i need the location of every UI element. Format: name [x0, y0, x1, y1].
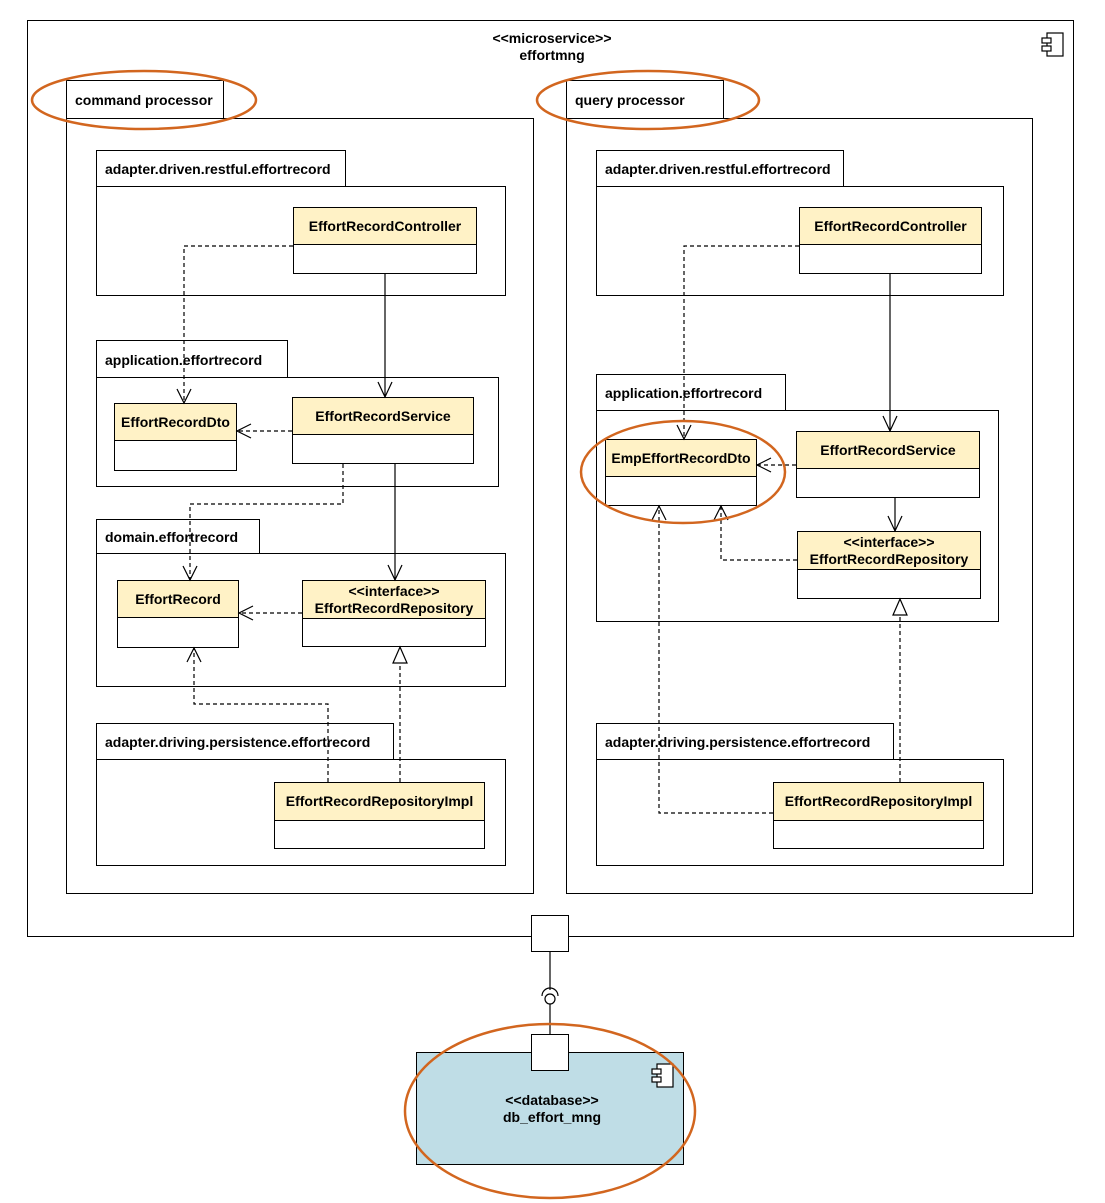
qry-repo-header: <<interface>> EffortRecordRepository — [798, 532, 980, 570]
cmd-service-class: EffortRecordService — [292, 397, 474, 464]
microservice-name: effortmng — [519, 47, 585, 63]
cmd-controller-class: EffortRecordController — [293, 207, 477, 274]
cmd-repo-impl-name: EffortRecordRepositoryImpl — [275, 783, 484, 821]
qry-repo-impl-name: EffortRecordRepositoryImpl — [774, 783, 983, 821]
database-port — [531, 1034, 569, 1071]
qry-controller-class: EffortRecordController — [799, 207, 982, 274]
database-stereotype: <<database>> — [505, 1092, 599, 1108]
qry-dto-name: EmpEffortRecordDto — [606, 440, 756, 477]
qry-service-name: EffortRecordService — [797, 432, 979, 469]
component-icon — [1041, 32, 1065, 58]
qry-service-class: EffortRecordService — [796, 431, 980, 498]
qry-pkg-app-tab: application.effortrecord — [596, 374, 786, 411]
cmd-dto-class: EffortRecordDto — [114, 403, 237, 471]
qry-repo-interface: <<interface>> EffortRecordRepository — [797, 531, 981, 599]
cmd-repo-impl-class: EffortRecordRepositoryImpl — [274, 782, 485, 849]
cmd-service-name: EffortRecordService — [293, 398, 473, 435]
cmd-pkg-domain-tab: domain.effortrecord — [96, 519, 260, 554]
qry-controller-name: EffortRecordController — [800, 208, 981, 245]
microservice-port — [531, 915, 569, 952]
cmd-repo-interface: <<interface>> EffortRecordRepository — [302, 580, 486, 647]
qry-pkg-persist-tab: adapter.driving.persistence.effortrecord — [596, 723, 894, 760]
cmd-repo-stereotype: <<interface>> — [348, 582, 440, 599]
cmd-entity-name: EffortRecord — [118, 581, 238, 618]
query-processor-tab: query processor — [566, 80, 724, 119]
microservice-stereotype: <<microservice>> — [492, 30, 612, 46]
cmd-repo-name: EffortRecordRepository — [314, 599, 474, 616]
qry-dto-class: EmpEffortRecordDto — [605, 439, 757, 506]
qry-pkg-driven-tab: adapter.driven.restful.effortrecord — [596, 150, 844, 187]
cmd-pkg-persist-tab: adapter.driving.persistence.effortrecord — [96, 723, 394, 760]
command-processor-tab: command processor — [66, 80, 224, 119]
qry-repo-name: EffortRecordRepository — [809, 550, 969, 567]
cmd-repo-header: <<interface>> EffortRecordRepository — [303, 581, 485, 619]
cmd-controller-name: EffortRecordController — [294, 208, 476, 245]
assembly-ball — [544, 993, 556, 1005]
qry-repo-stereotype: <<interface>> — [843, 533, 935, 550]
cmd-entity-class: EffortRecord — [117, 580, 239, 648]
component-icon — [651, 1063, 675, 1089]
qry-repo-impl-class: EffortRecordRepositoryImpl — [773, 782, 984, 849]
cmd-pkg-app-tab: application.effortrecord — [96, 340, 288, 378]
database-name: db_effort_mng — [503, 1109, 601, 1125]
cmd-pkg-driven-tab: adapter.driven.restful.effortrecord — [96, 150, 346, 187]
assembly-socket — [541, 987, 559, 997]
cmd-dto-name: EffortRecordDto — [115, 404, 236, 441]
